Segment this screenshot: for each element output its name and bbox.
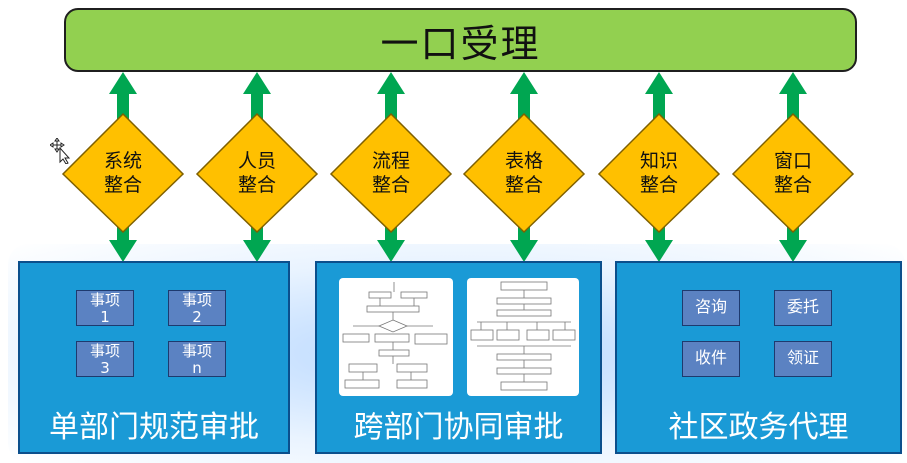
diamond-label-2: 人员整合 <box>237 150 276 196</box>
diamond-1 <box>61 112 185 234</box>
panel-title-cross-dept: 跨部门协同审批 <box>353 410 564 445</box>
flowchart-thumbnail-1 <box>339 278 453 396</box>
header-title: 一口受理 <box>380 21 541 66</box>
flowchart-image-2 <box>470 281 576 391</box>
flowchart-thumbnail-2 <box>467 278 579 396</box>
diamond-label-5: 知识整合 <box>639 150 678 196</box>
move-cursor-icon <box>50 138 71 164</box>
diamond-6 <box>731 112 855 234</box>
panel-title-single-dept: 单部门规范审批 <box>49 410 259 445</box>
receive-box: 收件 <box>682 341 740 377</box>
entrust-box: 委托 <box>774 290 832 326</box>
diamond-3 <box>329 112 453 234</box>
consult-box: 咨询 <box>682 290 740 326</box>
diamond-label-6: 窗口整合 <box>773 150 812 196</box>
diamond-label-1: 系统整合 <box>103 150 142 196</box>
diamond-2 <box>195 112 319 234</box>
collect-cert-box: 领证 <box>774 341 832 377</box>
panel-title-community-agency: 社区政务代理 <box>668 410 849 445</box>
flowchart-image-1 <box>342 282 448 389</box>
diamond-label-3: 流程整合 <box>371 150 410 196</box>
header-bar: 一口受理 <box>64 8 857 72</box>
diamond-5 <box>597 112 721 234</box>
panel-community-agency: 咨询 委托 收件 领证 社区政务代理 <box>615 261 902 454</box>
diamond-4 <box>462 112 586 234</box>
diamond-label-4: 表格整合 <box>504 150 543 196</box>
